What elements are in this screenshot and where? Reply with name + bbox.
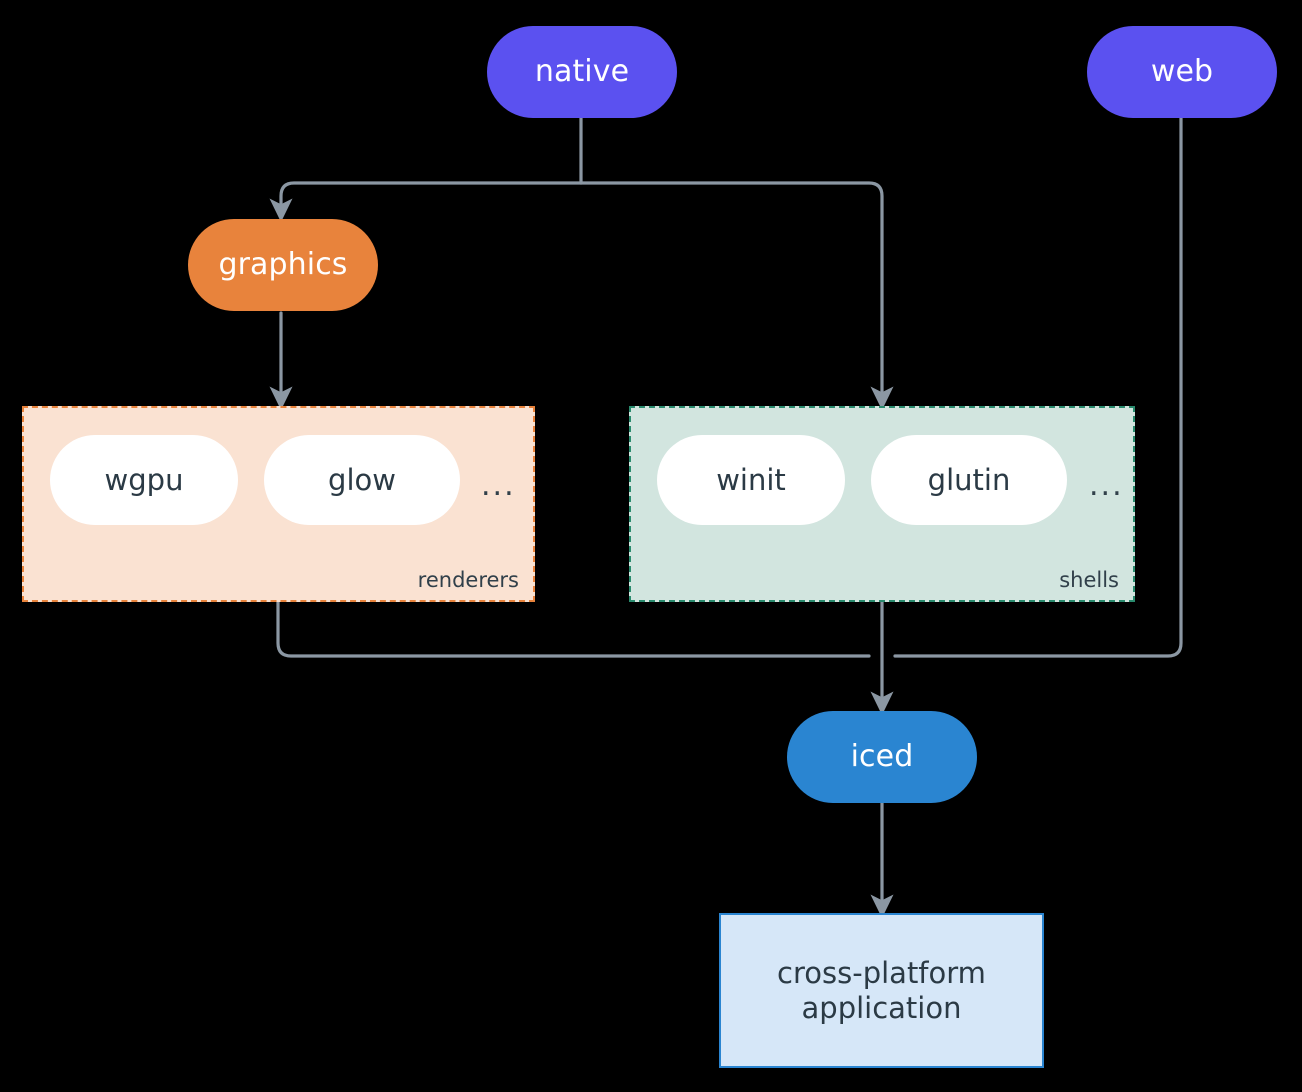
node-native-label: native bbox=[534, 54, 630, 90]
node-application[interactable]: cross-platform application bbox=[719, 913, 1044, 1068]
renderers-overflow-ellipsis: ... bbox=[481, 468, 516, 503]
node-graphics[interactable]: graphics bbox=[188, 219, 378, 311]
chip-winit-label: winit bbox=[716, 463, 786, 497]
node-web-label: web bbox=[1150, 54, 1214, 90]
group-renderers-label: renderers bbox=[417, 568, 519, 592]
node-iced[interactable]: iced bbox=[787, 711, 977, 803]
group-renderers: wgpu glow ... renderers bbox=[22, 406, 535, 602]
chip-glutin[interactable]: glutin bbox=[871, 435, 1067, 525]
chip-wgpu-label: wgpu bbox=[104, 463, 184, 497]
edge-native-graphics bbox=[269, 181, 583, 223]
node-iced-label: iced bbox=[850, 739, 914, 775]
chip-glow[interactable]: glow bbox=[264, 435, 460, 525]
chip-wgpu[interactable]: wgpu bbox=[50, 435, 238, 525]
node-application-label-line2: application bbox=[801, 990, 962, 1025]
chip-winit[interactable]: winit bbox=[657, 435, 845, 525]
edge-native-shells bbox=[579, 181, 894, 411]
chip-glow-label: glow bbox=[328, 463, 396, 497]
node-native[interactable]: native bbox=[487, 26, 677, 118]
node-application-label-line1: cross-platform bbox=[777, 956, 986, 991]
group-shells: winit glutin ... shells bbox=[629, 406, 1135, 602]
group-shells-label: shells bbox=[1059, 568, 1119, 592]
node-graphics-label: graphics bbox=[218, 247, 348, 283]
node-web[interactable]: web bbox=[1087, 26, 1277, 118]
edge-renderers-iced bbox=[276, 599, 871, 658]
shells-overflow-ellipsis: ... bbox=[1089, 468, 1124, 503]
chip-glutin-label: glutin bbox=[927, 463, 1011, 497]
